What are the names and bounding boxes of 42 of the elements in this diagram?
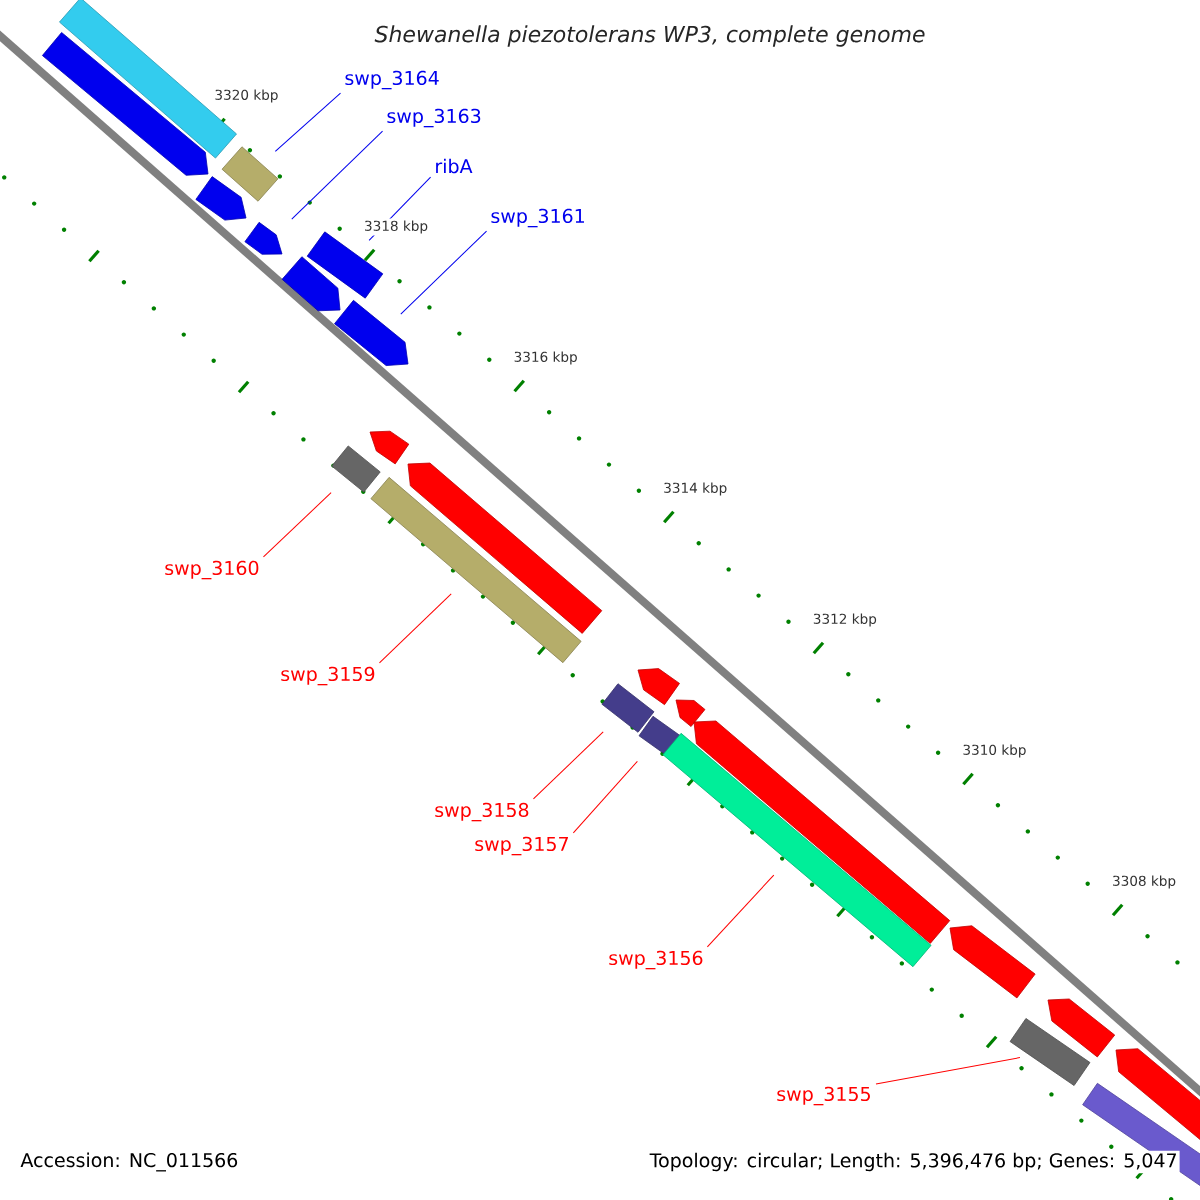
- gene-feature: [693, 720, 951, 944]
- gene-bar: [1009, 1018, 1091, 1086]
- gene-label: swp_3163: [387, 108, 481, 128]
- gene-feature: [244, 221, 283, 255]
- leader-line: [274, 92, 341, 152]
- gene-label: swp_3160: [165, 560, 259, 580]
- gene-label: swp_3159: [281, 666, 375, 686]
- gene-label: swp_3156: [609, 950, 703, 970]
- gene-feature: [407, 462, 603, 634]
- gene-feature: [334, 299, 409, 366]
- gene-bar: [370, 476, 582, 664]
- genome-info-text: Topology: circular; Length: 5,396,476 bp; Genes: 5,047: [647, 1150, 1180, 1174]
- gene-feature: [42, 32, 209, 176]
- leader-line: [262, 492, 332, 558]
- gene-feature: [1047, 998, 1116, 1058]
- gene-feature: [949, 925, 1036, 999]
- gene-feature: [675, 699, 706, 727]
- gene-label: swp_3164: [345, 70, 439, 90]
- leader-line: [378, 593, 452, 664]
- gene-label: swp_3161: [491, 208, 584, 228]
- gene-feature: [369, 430, 410, 465]
- gene-bar: [306, 231, 384, 299]
- leader-line: [875, 1057, 1021, 1085]
- gene-label: swp_3158: [435, 802, 529, 822]
- leader-line: [400, 230, 488, 315]
- gene-bar: [638, 715, 682, 757]
- accession-text: Accession: NC_011566: [20, 1152, 238, 1172]
- gene-bar: [331, 445, 381, 493]
- gene-feature: [281, 256, 341, 312]
- gene-feature: [637, 668, 680, 706]
- leader-line: [532, 731, 604, 800]
- gene-feature: [1115, 1048, 1200, 1142]
- gene-label: swp_3155: [777, 1086, 870, 1106]
- leader-line: [706, 874, 775, 948]
- leader-line: [291, 130, 384, 220]
- gene-bar: [221, 146, 279, 202]
- gene-feature: [195, 176, 247, 221]
- gene-label: ribA: [436, 158, 473, 174]
- title: Shewanella piezotolerans WP3, complete genome: [374, 25, 925, 47]
- leader-line: [572, 760, 638, 834]
- gene-bar: [601, 683, 655, 733]
- gene-label: swp_3157: [475, 836, 568, 856]
